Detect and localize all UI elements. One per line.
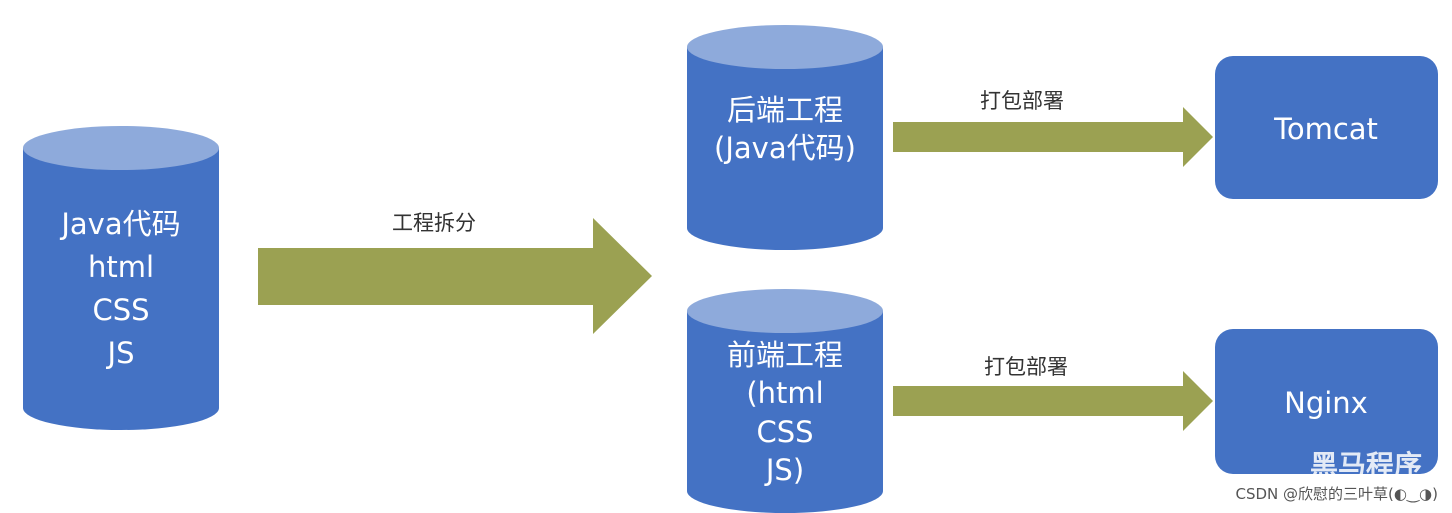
backend-cylinder-body: [687, 47, 883, 250]
backend-line-title: 后端工程: [727, 93, 843, 127]
nginx-box-shape: [1215, 329, 1438, 474]
source-line-css: CSS: [92, 293, 149, 327]
deploy-frontend-arrow: 打包部署: [893, 355, 1213, 431]
frontend-line-css: CSS: [756, 415, 813, 449]
source-code-cylinder: Java代码 html CSS JS: [23, 126, 219, 430]
nginx-label: Nginx: [1284, 386, 1368, 420]
split-arrow-shape: [258, 218, 652, 334]
frontend-line-js: JS): [764, 453, 804, 487]
backend-cylinder-top: [687, 25, 883, 69]
source-cylinder-body: [23, 148, 219, 430]
backend-line-sub: (Java代码): [714, 131, 856, 165]
tomcat-server-box: Tomcat: [1215, 56, 1438, 199]
deploy-backend-arrow-shape: [893, 107, 1213, 167]
deploy-backend-arrow: 打包部署: [893, 89, 1213, 167]
csdn-credit: CSDN @欣慰的三叶草(◐‿◑): [1236, 485, 1438, 504]
frontend-project-cylinder: 前端工程 (html CSS JS): [687, 289, 883, 513]
split-arrow: 工程拆分: [258, 211, 652, 334]
tomcat-box-shape: [1215, 56, 1438, 199]
source-line-js: JS: [106, 336, 135, 370]
nginx-server-box: Nginx: [1215, 329, 1438, 474]
tomcat-label: Tomcat: [1273, 112, 1378, 146]
frontend-cylinder-body: [687, 311, 883, 513]
deploy-frontend-arrow-shape: [893, 371, 1213, 431]
source-cylinder-top: [23, 126, 219, 170]
source-line-html: html: [88, 250, 154, 284]
watermark-text: 黑马程序: [1310, 449, 1422, 482]
deploy-backend-label: 打包部署: [980, 89, 1064, 113]
frontend-line-title: 前端工程: [727, 338, 843, 372]
backend-project-cylinder: 后端工程 (Java代码): [687, 25, 883, 250]
deploy-frontend-label: 打包部署: [984, 355, 1068, 379]
frontend-cylinder-top: [687, 289, 883, 333]
source-line-java: Java代码: [59, 207, 180, 241]
split-arrow-label: 工程拆分: [392, 211, 476, 235]
frontend-line-html: (html: [746, 376, 823, 410]
